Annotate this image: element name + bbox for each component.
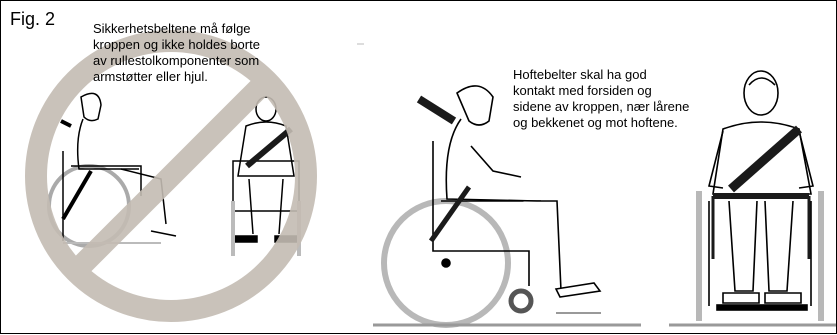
figure-label: Fig. 2 [10,9,55,30]
caption-incorrect: Sikkerhetsbeltene må følge kroppen og ik… [93,21,293,85]
caption-correct: Hoftebelter skal ha god kontakt med fors… [513,67,713,131]
